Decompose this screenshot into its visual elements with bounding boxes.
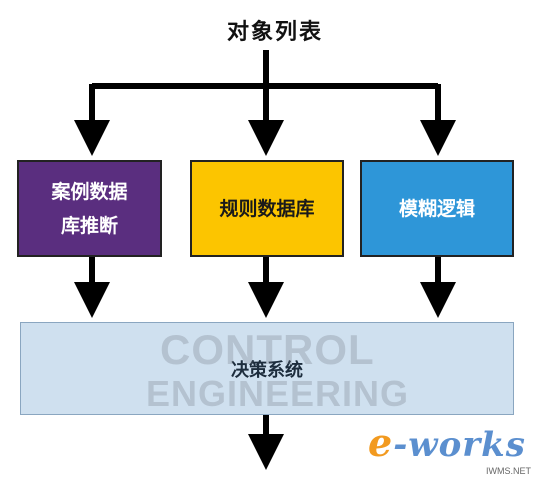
fuzzy-logic-label: 模糊逻辑 xyxy=(398,197,475,220)
watermark-control: CONTROL xyxy=(160,326,375,373)
case-database-inference-box: 案例数据 库推断 xyxy=(17,160,162,257)
object-list-title: 对象列表 xyxy=(226,20,323,45)
eworks-logo-rest: -works xyxy=(393,425,526,465)
decision-system-label: 决策系统 xyxy=(231,359,303,381)
fuzzy-logic-box: 模糊逻辑 xyxy=(360,160,514,257)
case-db-line2: 库推断 xyxy=(60,214,118,237)
decision-system-box: 决策系统 xyxy=(20,322,514,415)
control-engineering-watermark: CONTROL ENGINEERING xyxy=(146,326,520,418)
rules-database-box: 规则数据库 xyxy=(190,160,344,257)
case-db-line1: 案例数据 xyxy=(51,180,128,203)
rules-db-label: 规则数据库 xyxy=(219,197,315,220)
watermark-engineering: ENGINEERING xyxy=(146,373,410,414)
eworks-logo-e: e xyxy=(368,420,394,465)
eworks-logo: e-works xyxy=(368,420,538,466)
site-watermark: IWMS.NET xyxy=(486,466,531,476)
